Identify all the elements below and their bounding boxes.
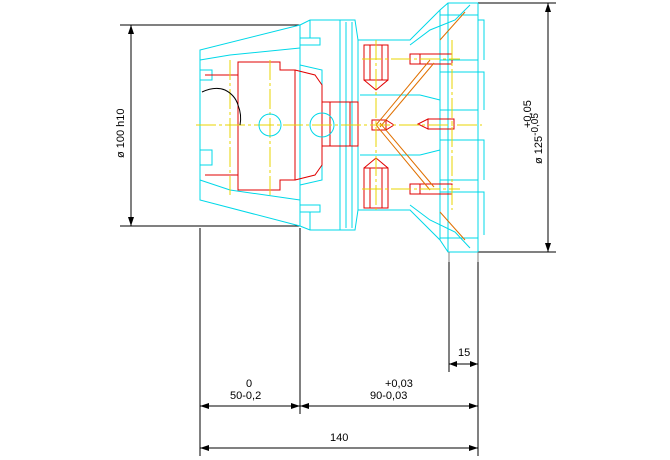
right-diameter-label: ø 125-0,05 xyxy=(530,113,545,164)
width-15-label: 15 xyxy=(458,347,470,359)
drawbar-bore xyxy=(309,112,335,138)
internal-parts-red xyxy=(205,44,455,209)
center-hole xyxy=(258,113,282,137)
total-length-label: 140 xyxy=(330,432,348,444)
centerlines-yellow xyxy=(196,40,482,210)
break-line xyxy=(201,87,242,126)
seg1-main-label: 50-0,2 xyxy=(230,390,261,402)
part-outline-cyan xyxy=(199,2,485,253)
seg2-main-label: 90-0,03 xyxy=(370,390,407,402)
dimension-lines xyxy=(120,2,556,456)
right-tolerance-lower: -0,05 xyxy=(530,113,541,136)
gray-hidden-lines xyxy=(448,252,479,262)
coolant-channels-orange xyxy=(375,11,466,241)
seg2-upper-label: +0,03 xyxy=(385,378,413,390)
right-diameter-main: ø 125 xyxy=(533,136,545,164)
right-tolerance-upper: +0,05 xyxy=(522,100,534,128)
left-diameter-label: ø 100 h10 xyxy=(115,108,127,158)
seg1-upper-label: 0 xyxy=(246,378,252,390)
